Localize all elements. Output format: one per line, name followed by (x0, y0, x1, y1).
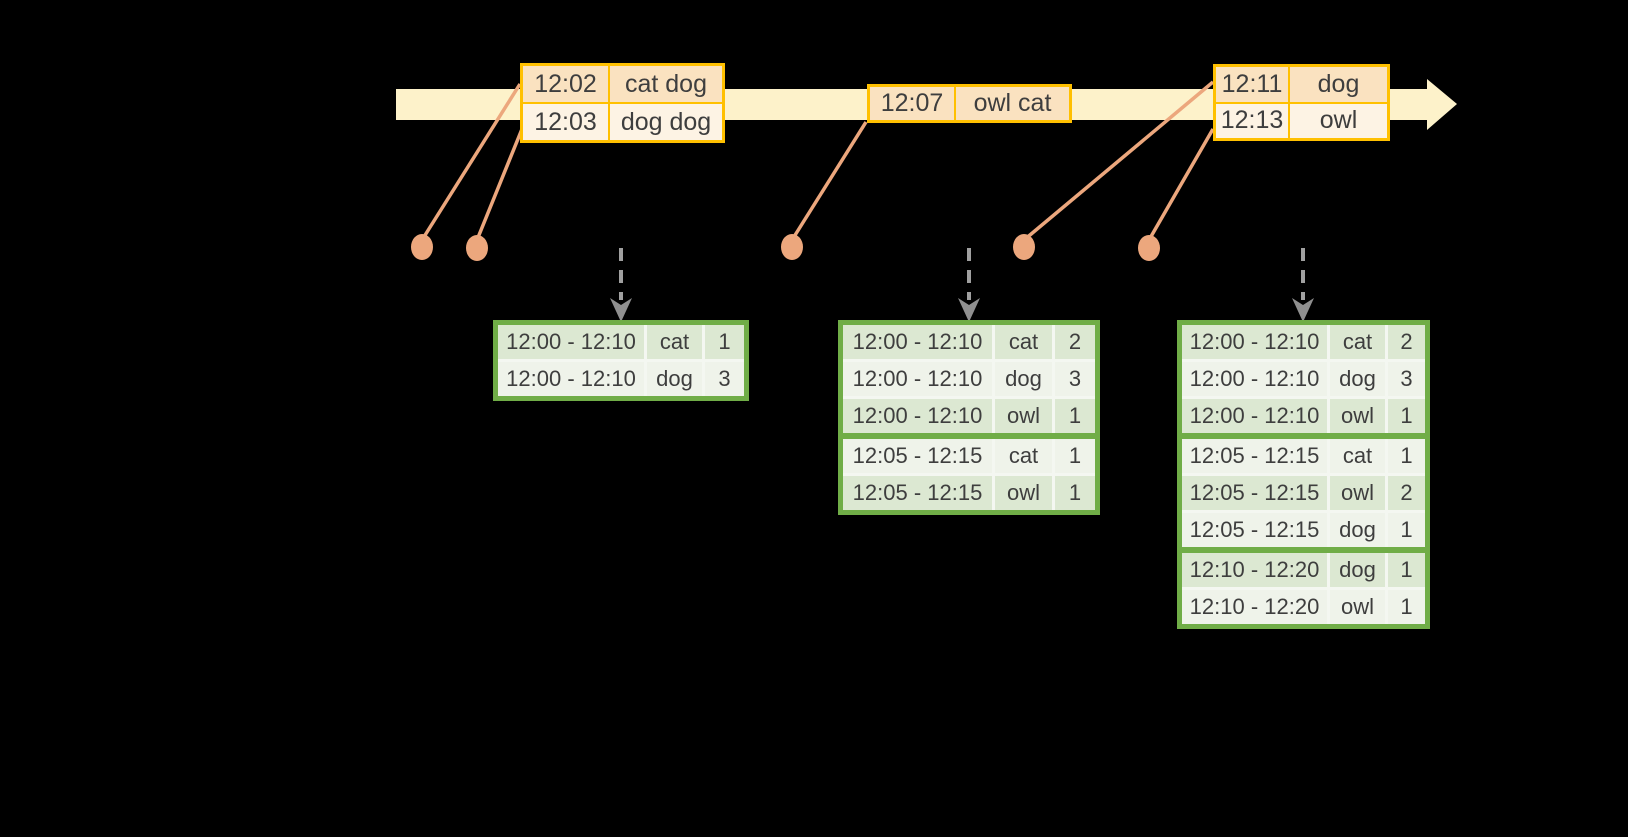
count-cell: 1 (1388, 513, 1425, 547)
event-connector-line (420, 83, 522, 241)
word-cell: cat (1330, 325, 1385, 359)
result-row: 12:05 - 12:15 dog 1 (1182, 510, 1425, 547)
event-words-cell: dog (1290, 67, 1387, 102)
event-time-cell: 12:13 (1216, 103, 1288, 138)
result-row: 12:05 - 12:15 owl 2 (1182, 473, 1425, 510)
trigger-arrowhead-icon (610, 298, 632, 322)
event-connector-line (1022, 80, 1215, 242)
result-table-2: 12:00 - 12:10 cat 2 12:00 - 12:10 dog 3 … (838, 320, 1100, 515)
trigger-arrowhead-icon (1292, 298, 1314, 322)
result-table-1: 12:00 - 12:10 cat 1 12:00 - 12:10 dog 3 (493, 320, 749, 401)
word-cell: owl (1330, 476, 1385, 510)
result-row: 12:00 - 12:10 owl 1 (1182, 396, 1425, 433)
count-cell: 3 (1388, 362, 1425, 396)
count-cell: 3 (1055, 362, 1095, 396)
event-words-cell: owl cat (956, 87, 1069, 120)
count-cell: 1 (1388, 399, 1425, 433)
window-cell: 12:00 - 12:10 (1182, 362, 1327, 396)
word-cell: dog (995, 362, 1052, 396)
word-cell: dog (1330, 362, 1385, 396)
result-row: 12:00 - 12:10 owl 1 (843, 396, 1095, 433)
window-cell: 12:00 - 12:10 (498, 325, 644, 359)
word-cell: owl (1330, 399, 1385, 433)
word-cell: dog (1330, 513, 1385, 547)
window-cell: 12:05 - 12:15 (1182, 439, 1327, 473)
event-table-1211: 12:11 dog 12:13 owl (1213, 64, 1390, 141)
count-cell: 1 (1388, 590, 1425, 624)
result-row: 12:00 - 12:10 cat 1 (498, 325, 744, 359)
word-cell: owl (995, 476, 1052, 510)
window-cell: 12:05 - 12:15 (843, 476, 992, 510)
event-dot (781, 234, 803, 260)
event-table-1202: 12:02 cat dog 12:03 dog dog (520, 63, 725, 143)
window-cell: 12:00 - 12:10 (843, 325, 992, 359)
event-dot (411, 234, 433, 260)
result-table-3: 12:00 - 12:10 cat 2 12:00 - 12:10 dog 3 … (1177, 320, 1430, 629)
trigger-arrowhead-icon (958, 298, 980, 322)
event-words-cell: dog dog (610, 104, 722, 140)
window-cell: 12:05 - 12:15 (1182, 513, 1327, 547)
event-time-cell: 12:11 (1216, 67, 1288, 102)
window-cell: 12:00 - 12:10 (1182, 325, 1327, 359)
event-dot (1013, 234, 1035, 260)
result-row: 12:00 - 12:10 dog 3 (498, 359, 744, 396)
result-row: 12:05 - 12:15 cat 1 (843, 433, 1095, 473)
event-words-cell: cat dog (610, 66, 722, 102)
result-row: 12:00 - 12:10 dog 3 (1182, 359, 1425, 396)
window-cell: 12:05 - 12:15 (1182, 476, 1327, 510)
window-cell: 12:00 - 12:10 (843, 399, 992, 433)
event-connector-line (475, 128, 524, 241)
event-connector-line (1147, 128, 1215, 241)
count-cell: 3 (705, 362, 744, 396)
word-cell: cat (1330, 439, 1385, 473)
result-row: 12:00 - 12:10 cat 2 (1182, 325, 1425, 359)
word-cell: owl (995, 399, 1052, 433)
window-cell: 12:00 - 12:10 (1182, 399, 1327, 433)
word-cell: owl (1330, 590, 1385, 624)
result-row: 12:05 - 12:15 cat 1 (1182, 433, 1425, 473)
window-cell: 12:00 - 12:10 (498, 362, 644, 396)
word-cell: dog (647, 362, 702, 396)
word-cell: dog (1330, 553, 1385, 587)
window-cell: 12:05 - 12:15 (843, 439, 992, 473)
window-cell: 12:10 - 12:20 (1182, 553, 1327, 587)
result-row: 12:00 - 12:10 dog 3 (843, 359, 1095, 396)
event-words-cell: owl (1290, 103, 1387, 138)
result-row: 12:00 - 12:10 cat 2 (843, 325, 1095, 359)
count-cell: 2 (1055, 325, 1095, 359)
event-table-1207: 12:07 owl cat (867, 84, 1072, 123)
count-cell: 2 (1388, 325, 1425, 359)
count-cell: 1 (1055, 439, 1095, 473)
word-cell: cat (995, 439, 1052, 473)
word-cell: cat (647, 325, 702, 359)
window-cell: 12:00 - 12:10 (843, 362, 992, 396)
result-row: 12:05 - 12:15 owl 1 (843, 473, 1095, 510)
event-connector-line (790, 121, 868, 241)
count-cell: 1 (1388, 553, 1425, 587)
event-time-cell: 12:02 (523, 66, 608, 102)
count-cell: 1 (1055, 399, 1095, 433)
result-row: 12:10 - 12:20 dog 1 (1182, 547, 1425, 587)
result-row: 12:10 - 12:20 owl 1 (1182, 587, 1425, 624)
word-cell: cat (995, 325, 1052, 359)
count-cell: 1 (1388, 439, 1425, 473)
event-dot (466, 235, 488, 261)
window-cell: 12:10 - 12:20 (1182, 590, 1327, 624)
count-cell: 1 (705, 325, 744, 359)
count-cell: 2 (1388, 476, 1425, 510)
timeline-arrowhead-icon (1427, 79, 1457, 130)
count-cell: 1 (1055, 476, 1095, 510)
event-time-cell: 12:03 (523, 104, 608, 140)
event-dot (1138, 235, 1160, 261)
event-time-cell: 12:07 (870, 87, 954, 120)
